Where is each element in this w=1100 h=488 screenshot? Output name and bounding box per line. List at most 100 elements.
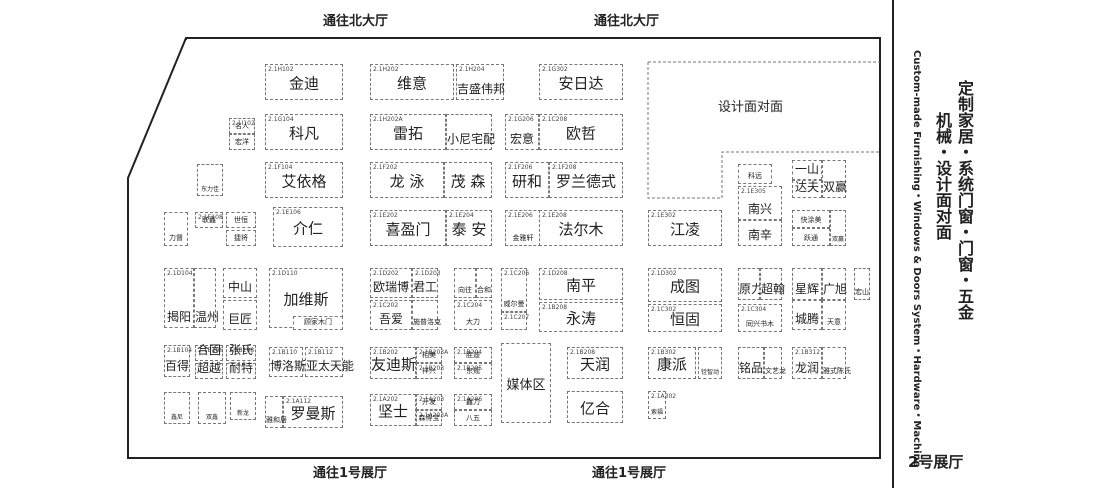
booth[interactable]: 力督 [164, 212, 188, 246]
booth-name: 张氏 [228, 343, 253, 357]
booth-number: 2.1I102 [232, 120, 255, 127]
booth[interactable]: 雅式陈氏 [822, 347, 851, 379]
booth[interactable]: 原力 [738, 268, 763, 300]
booth[interactable]: 顾家木门 [293, 316, 343, 330]
booth-number: 2.1D110 [272, 270, 298, 277]
booth[interactable]: 小尼宅配 [446, 114, 495, 150]
booth[interactable]: 温州 [194, 268, 219, 328]
booth[interactable]: 南辛 [738, 220, 782, 246]
booth[interactable]: 铨智动 [698, 347, 722, 379]
booth[interactable]: 巨匠 [223, 300, 257, 330]
booth[interactable]: 双赢 [822, 160, 847, 198]
booth[interactable]: 向往 [454, 268, 476, 298]
booth[interactable]: 快涂美 [792, 210, 830, 228]
booth[interactable]: 中山 [223, 268, 257, 298]
booth[interactable]: 达夫 [792, 180, 822, 198]
booth[interactable]: 双赢 [830, 210, 846, 246]
booth[interactable]: 文艺龙 [764, 347, 786, 379]
booth[interactable]: 八五 [454, 410, 492, 426]
booth[interactable]: 鑫尼 [164, 392, 190, 424]
booth[interactable]: 双鑫 [198, 392, 226, 424]
booth[interactable]: 城腾 [792, 300, 822, 330]
booth[interactable]: 宏山 [854, 268, 870, 300]
booth[interactable]: 宏洋 [229, 134, 255, 150]
booth[interactable]: 超翰 [760, 268, 785, 300]
booth[interactable]: 亿合 [567, 391, 623, 423]
booth[interactable]: 一山 [792, 160, 822, 180]
booth[interactable]: 合和 [476, 268, 492, 298]
booth[interactable]: 科远 [738, 164, 772, 184]
booth[interactable]: 超越 [195, 361, 223, 379]
booth[interactable]: 天意 [822, 300, 846, 330]
booth[interactable]: 施普洛克 [412, 300, 441, 330]
booth[interactable]: 新龙 [230, 392, 256, 420]
booth[interactable]: 东力佳 [197, 164, 223, 196]
booth[interactable]: 茂 森 [444, 162, 492, 198]
booth[interactable]: 广旭 [822, 268, 847, 300]
booth[interactable]: 雅和居 [265, 396, 287, 428]
booth-name: 跃通 [804, 234, 818, 242]
booth[interactable]: 耐特 [226, 361, 256, 379]
booth[interactable]: 跃通 [792, 228, 830, 246]
booth[interactable]: 世恒 [226, 212, 256, 228]
booth[interactable]: 捷将 [226, 230, 256, 246]
booth-name: 天润 [579, 355, 610, 374]
booth[interactable]: 星辉 [792, 268, 822, 300]
booth[interactable]: 铭品 [738, 347, 764, 379]
booth-name: 威尔曼 [503, 300, 525, 308]
booth[interactable]: 2.1C207 [501, 312, 529, 330]
